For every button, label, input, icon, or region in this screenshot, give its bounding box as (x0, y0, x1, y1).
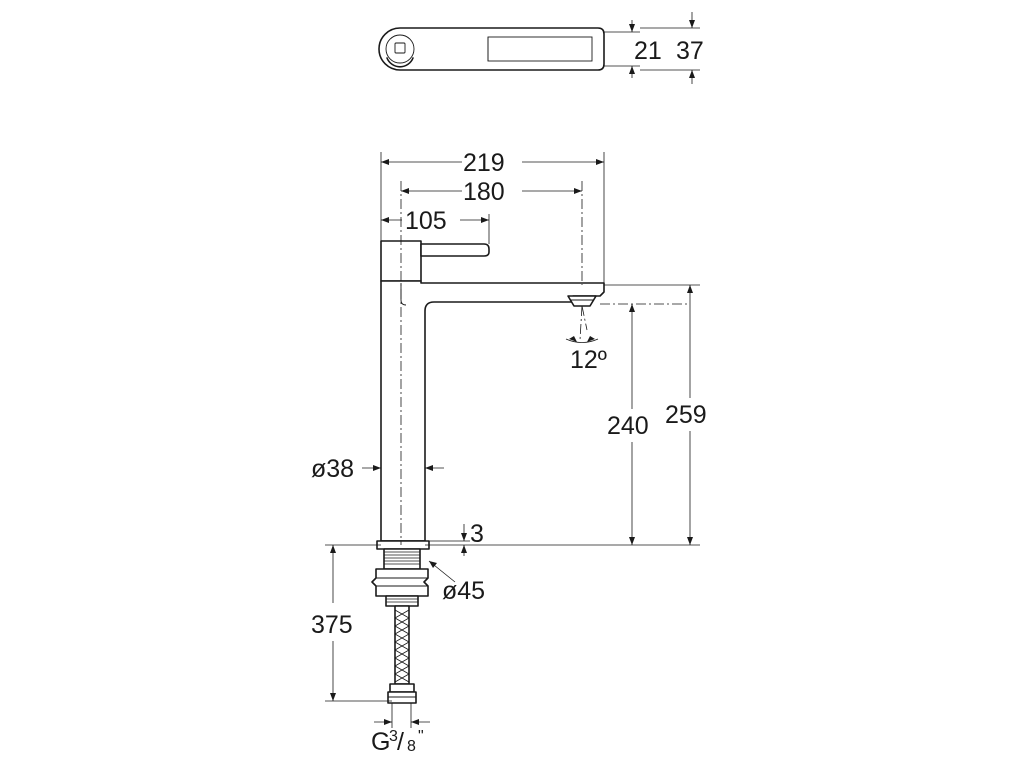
dim-12deg-label: 12º (570, 346, 607, 374)
dimension-connection: G 3 / 8 " (371, 703, 430, 756)
dim-219-label: 219 (463, 149, 505, 177)
center-lines (400, 181, 690, 545)
dim-240-label: 240 (607, 412, 649, 440)
dimension-vertical-right: 240 259 (425, 284, 707, 546)
dimension-hose-length: 375 (311, 544, 392, 702)
dimension-base-diameter: ø45 (428, 560, 485, 605)
connection-denominator: 8 (407, 738, 416, 755)
fixing-assembly (371, 540, 430, 704)
connection-slash: / (397, 728, 404, 756)
dim-21-label: 21 (634, 37, 662, 65)
faucet-body (380, 240, 605, 542)
dim-o38-label: ø38 (311, 455, 354, 483)
dim-105-label: 105 (405, 207, 447, 235)
dim-o45-label: ø45 (442, 577, 485, 605)
dim-3-label: 3 (470, 520, 484, 548)
dimension-deck-gap: 3 (429, 520, 484, 556)
connection-prefix: G (371, 728, 390, 756)
connection-unit: " (418, 728, 424, 745)
dimension-horizontal: 219 180 105 (380, 149, 605, 283)
dim-180-label: 180 (463, 178, 505, 206)
dimension-angle: 12º (565, 336, 607, 374)
top-view: 21 37 (378, 12, 704, 84)
connection-numerator: 3 (389, 728, 398, 745)
dim-375-label: 375 (311, 611, 353, 639)
dim-259-label: 259 (665, 401, 707, 429)
dimension-body-diameter: ø38 (311, 455, 444, 483)
dim-37-label: 37 (676, 37, 704, 65)
